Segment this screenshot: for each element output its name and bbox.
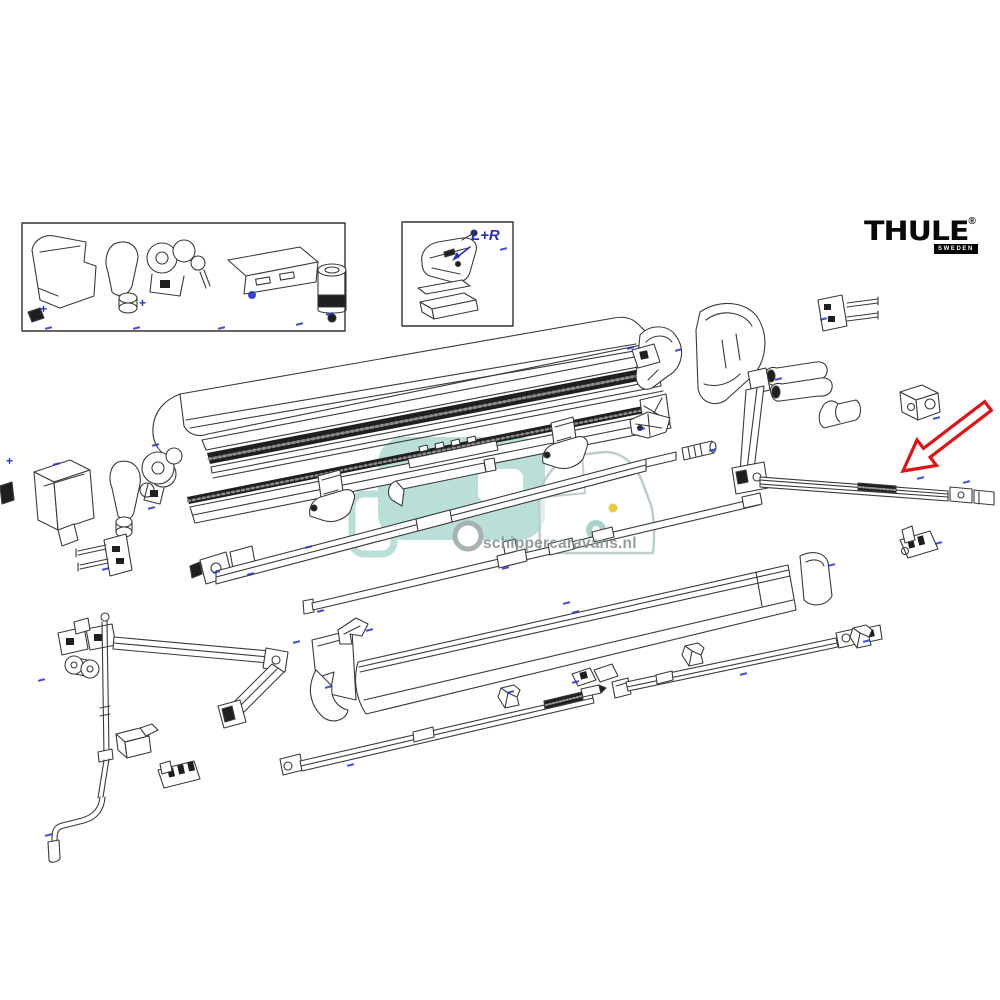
left-spring-arm <box>57 617 289 729</box>
small-chip-left-edge <box>0 481 15 505</box>
inset2-cover-part <box>421 229 478 284</box>
panel-clip <box>337 617 369 645</box>
awning-cassette-housing <box>139 316 672 524</box>
roof-clip-a <box>497 684 521 709</box>
part-callout-mark: + <box>139 296 147 310</box>
arm-mount-bracket <box>629 411 671 439</box>
spring-gear-assembly-left <box>141 447 183 505</box>
clamp-part-bottom-left <box>157 760 201 789</box>
front-lead-profile-panel <box>309 552 833 722</box>
end-cover-left <box>33 459 95 547</box>
sweden-badge: SWEDEN <box>934 244 978 254</box>
roller-tube <box>189 451 677 585</box>
clamp-bracket-bottom-right <box>899 525 939 559</box>
crank-rod <box>47 612 114 863</box>
thule-wordmark: THULE <box>864 216 970 247</box>
inset1-clamp <box>105 241 139 314</box>
wall-bracket-with-rods <box>817 294 879 332</box>
highlight-arrow <box>900 399 994 474</box>
inset2-bar-1 <box>417 279 471 295</box>
inset1-end-cap <box>27 235 97 323</box>
tube-joint-bracket-pair <box>571 663 619 687</box>
thule-logo: THULE® SWEDEN <box>864 216 978 262</box>
rafter-tube-left <box>279 684 607 776</box>
arm-knuckle-part <box>64 655 100 679</box>
watermark-caravan-front <box>348 490 398 558</box>
inset1-control-box <box>227 246 319 295</box>
part-callout-mark <box>248 291 256 299</box>
part-callout-mark: + <box>40 302 48 316</box>
roof-clip-b <box>681 642 705 667</box>
right-spring-arm <box>731 361 833 495</box>
part-callout-mark: + <box>6 454 14 468</box>
gear-box-part-bottom-left <box>115 723 159 759</box>
inset2-bar-2 <box>419 292 479 320</box>
roof-clip-c <box>849 624 873 649</box>
watermark-text: schippercaravans.nl <box>483 535 637 552</box>
end-cap-right-outer <box>695 302 766 405</box>
panel-curved-flap <box>309 669 349 722</box>
watermark-accent-dot <box>608 503 618 513</box>
bracket-under-cap-1 <box>631 343 661 369</box>
inset-box-parts-group-1 <box>21 222 347 332</box>
left-right-label: L+R <box>471 227 500 244</box>
mounting-clamp-2 <box>542 416 589 470</box>
inset-box-parts-group-2 <box>401 221 514 327</box>
watermark-caravan-wheel <box>452 520 484 552</box>
registered-trademark: ® <box>968 216 976 227</box>
inset1-motor-assembly <box>146 239 211 297</box>
clamp-bracket-left <box>109 460 141 538</box>
support-rail-arm <box>759 476 995 506</box>
crank-gear-with-rods <box>75 533 133 577</box>
center-toothed-bracket <box>387 435 499 507</box>
mounting-clamp-1 <box>309 469 356 523</box>
sleeve-cover-part <box>818 399 862 429</box>
gearbox-part-right <box>899 384 941 421</box>
inset1-chip <box>27 307 45 323</box>
lead-rail <box>302 492 763 615</box>
